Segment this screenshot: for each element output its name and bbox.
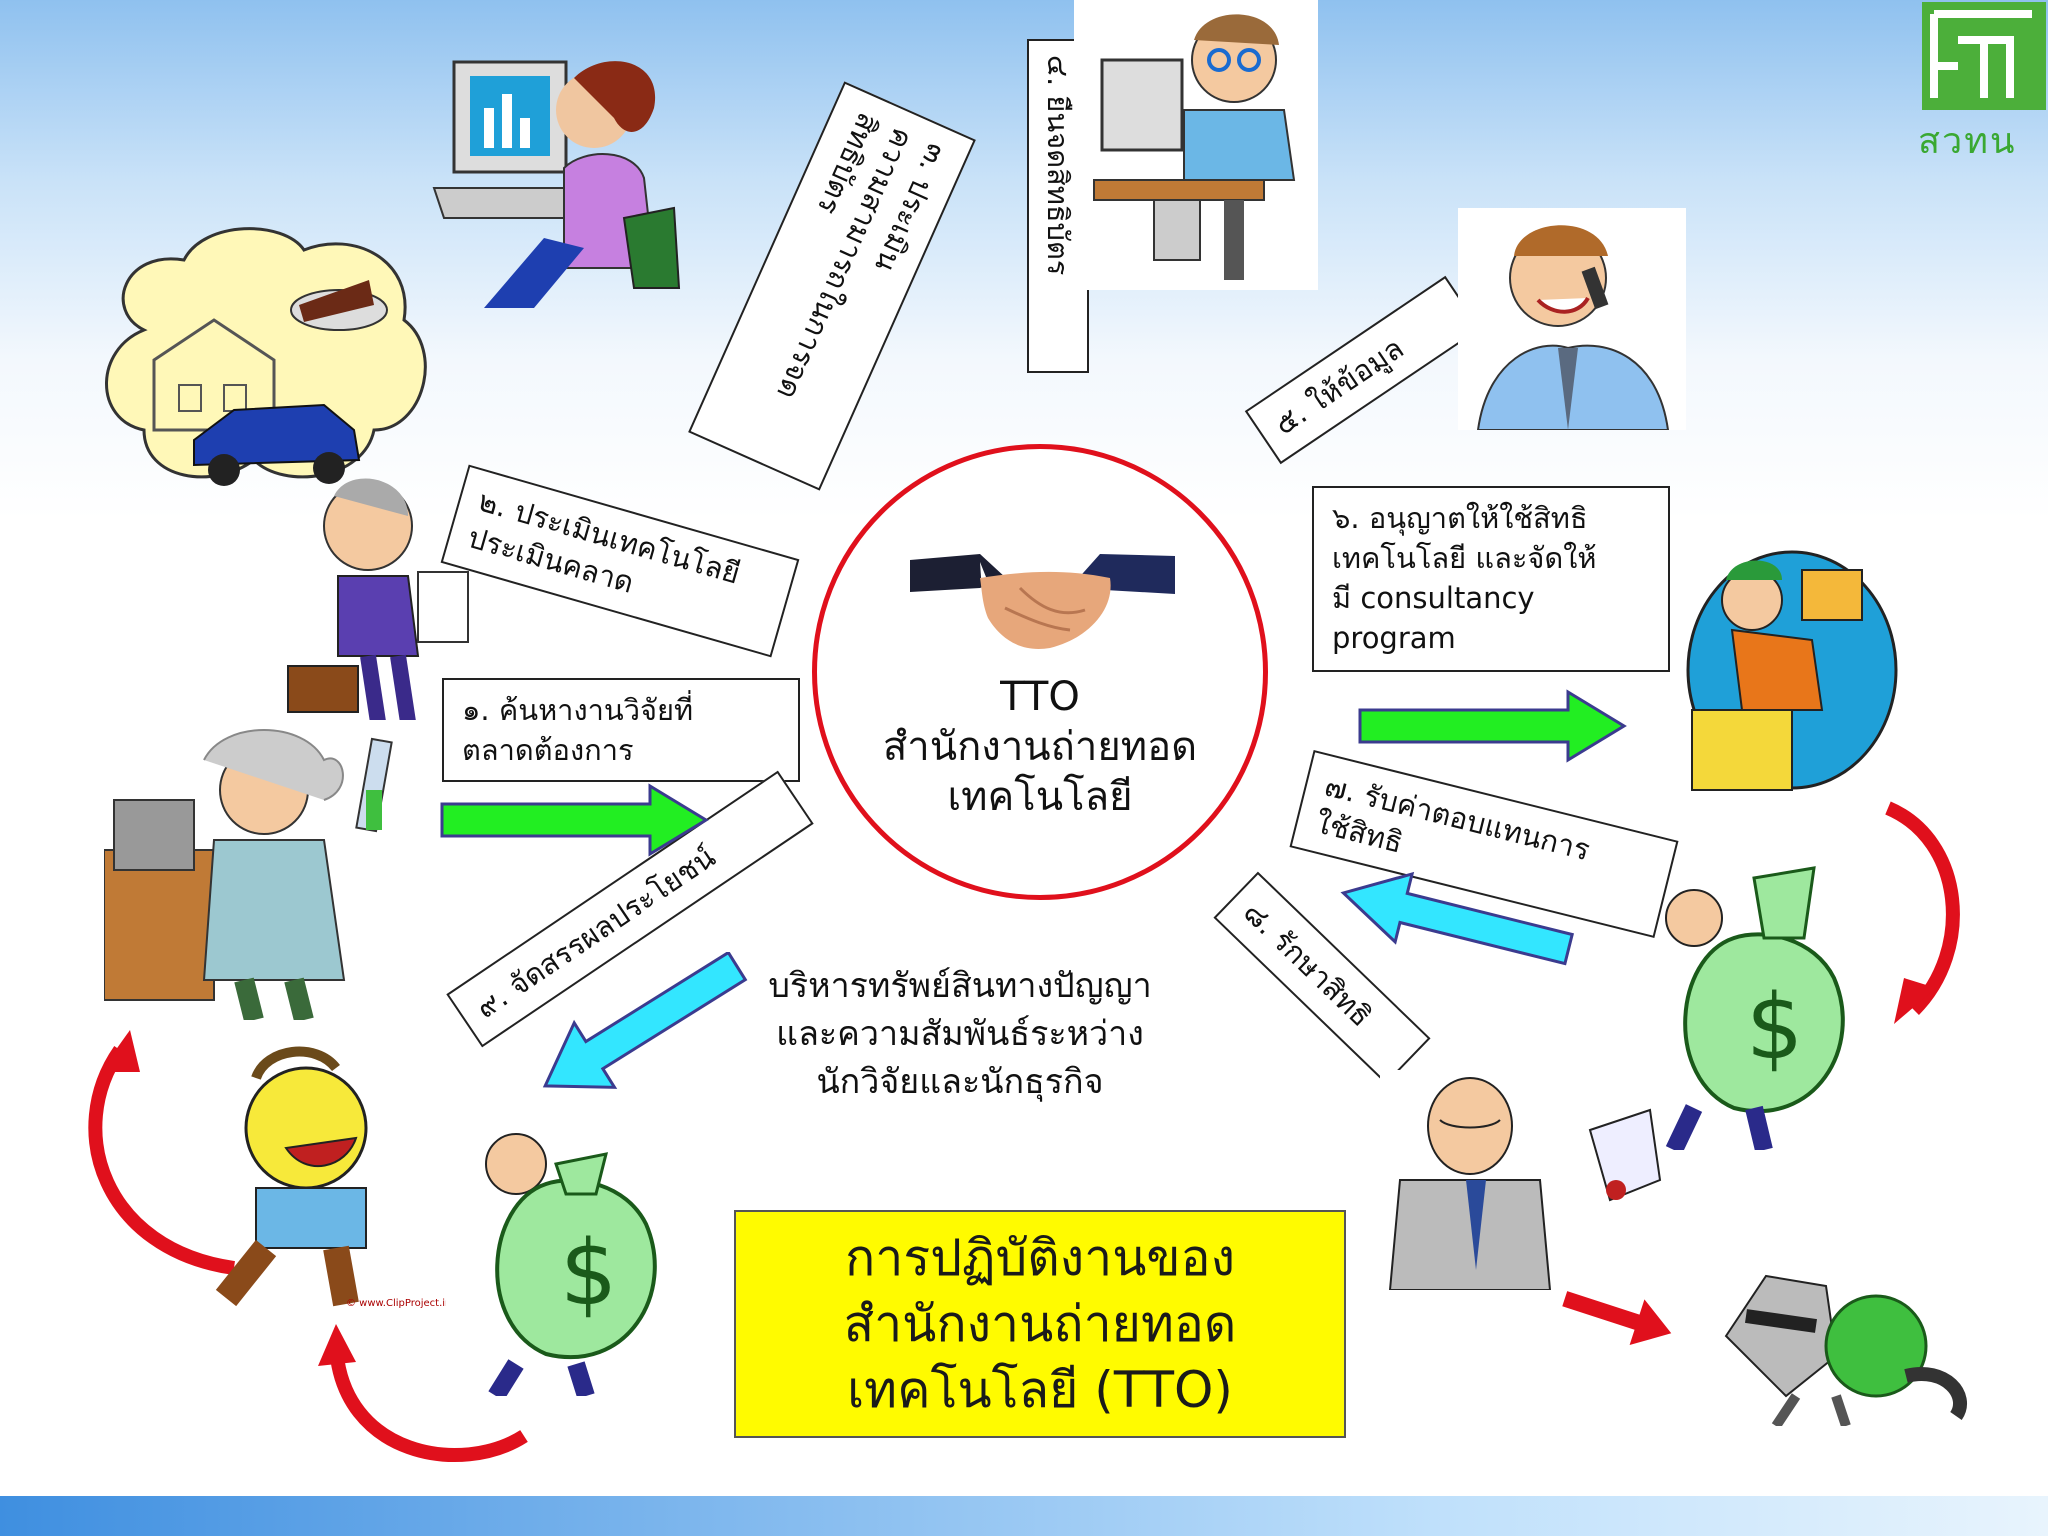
- man-at-computer-clipart: [1074, 0, 1318, 290]
- money-bag-man-left: $: [485, 1133, 657, 1396]
- step-6-box: ๖. อนุญาตให้ใช้สิทธิ เทคโนโลยี และจัดให้…: [1312, 486, 1670, 672]
- logo-text: สวทน: [1918, 121, 2017, 162]
- footer-bar: [0, 1496, 2048, 1536]
- green-arrow-step6: [1358, 689, 1627, 763]
- businessman-with-briefcase-clipart: [287, 478, 469, 722]
- svg-text:$: $: [1746, 975, 1803, 1080]
- tto-center-title: TTO สำนักงานถ่ายทอด เทคโนโลยี: [882, 674, 1198, 820]
- red-arrow-straight: [1562, 1291, 1672, 1346]
- cyan-arrow-step9: [542, 952, 748, 1089]
- happy-running-man-clipart: © www.ClipProject.info: [215, 1046, 446, 1309]
- clipart-watermark: © www.ClipProject.info: [346, 1298, 446, 1309]
- green-arrow-step1: [440, 783, 709, 857]
- money-bag-man-right: $: [1665, 866, 1845, 1150]
- delivery-worker-clipart: [1686, 550, 1898, 791]
- woman-at-computer-clipart: [432, 60, 681, 308]
- man-on-phone-clipart: [1458, 208, 1686, 430]
- scientist-clipart: [104, 720, 424, 1020]
- step-1-box: ๑. ค้นหางานวิจัยที่ ตลาดต้องการ: [442, 678, 800, 782]
- cyan-arrow-step7: [1340, 871, 1575, 966]
- tto-center-circle: [812, 444, 1268, 900]
- red-curved-arrow-left-lower: [318, 1324, 528, 1462]
- man-with-certificate-clipart: [1380, 1070, 1662, 1290]
- institution-logo: [1922, 2, 2046, 110]
- thought-bubble-house-car-cake: [105, 227, 427, 486]
- svg-text:$: $: [560, 1221, 617, 1326]
- raccoon-thief-clipart: [1724, 1274, 1967, 1426]
- main-title: การปฏิบัติงานของ สำนักงานถ่ายทอด เทคโนโล…: [734, 1210, 1346, 1438]
- step-5-box: ๕. ให้ข้อมูล: [1244, 275, 1482, 465]
- red-curved-arrow-left-upper: [88, 1030, 235, 1275]
- step-2-box: ๒. ประเมินเทคโนโลยี ประเมินคลาด: [440, 464, 800, 658]
- middle-caption: บริหารทรัพย์สินทางปัญญา และความสัมพันธ์ร…: [768, 966, 1152, 1102]
- step-3-box: ๓. ประเมิน ความสามารถในการจด สิทธิบัตร: [688, 81, 976, 491]
- handshake-icon: [910, 554, 1175, 649]
- red-curved-arrow-right: [1885, 801, 1960, 1024]
